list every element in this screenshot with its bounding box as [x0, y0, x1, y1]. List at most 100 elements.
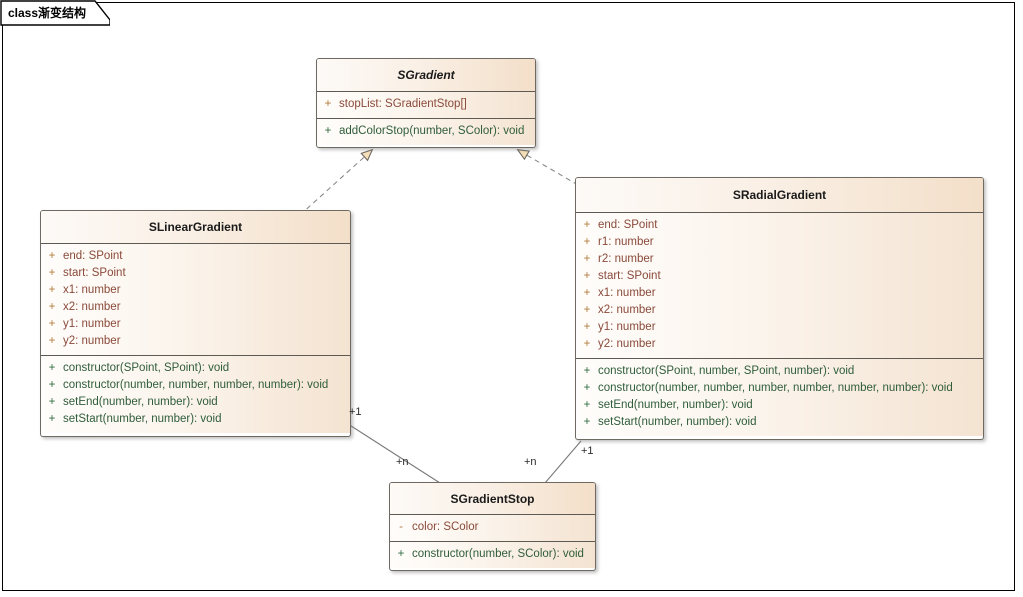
diagram-title-tab[interactable]: class渐变结构 [0, 0, 110, 26]
visibility-marker: + [583, 270, 591, 282]
visibility-marker: + [583, 338, 591, 350]
operations-compartment-slineargradient: + constructor(SPoint, SPoint): void + co… [41, 355, 350, 433]
attribute-row: + y1: number [41, 316, 350, 333]
operations-compartment-sgradient: + addColorStop(number, SColor): void [317, 118, 535, 145]
visibility-marker: + [48, 362, 56, 374]
attribute-row: - color: SColor [390, 519, 595, 536]
attribute-row: + start: SPoint [576, 268, 983, 285]
operation-label: constructor(SPoint, number, SPoint, numb… [598, 365, 855, 377]
attribute-label: start: SPoint [63, 267, 126, 279]
operation-row: + constructor(SPoint, number, SPoint, nu… [576, 363, 983, 380]
visibility-marker: + [324, 125, 332, 137]
attributes-compartment-sgradient: + stopList: SGradientStop[] [317, 92, 535, 118]
visibility-marker: + [583, 382, 591, 394]
operations-compartment-sradialgradient: + constructor(SPoint, number, SPoint, nu… [576, 358, 983, 436]
multiplicity-radial-target: +n [524, 456, 537, 468]
class-name-sradialgradient: SRadialGradient [576, 178, 983, 213]
visibility-marker: + [583, 365, 591, 377]
attributes-compartment-sradialgradient: + end: SPoint + r1: number + r2: number … [576, 213, 983, 358]
attributes-compartment-sgradientstop: - color: SColor [390, 515, 595, 541]
visibility-marker: + [48, 250, 56, 262]
attribute-label: y1: number [598, 321, 656, 333]
multiplicity-linear-source: +1 [349, 406, 362, 418]
operations-compartment-sgradientstop: + constructor(number, SColor): void [390, 541, 595, 568]
visibility-marker: + [397, 548, 405, 560]
tab-shape-icon [0, 0, 110, 26]
visibility-marker: + [583, 253, 591, 265]
attribute-row: + end: SPoint [41, 248, 350, 265]
visibility-marker: + [48, 335, 56, 347]
operation-row: + setStart(number, number): void [41, 411, 350, 428]
operation-row: + constructor(number, number, number, nu… [576, 380, 983, 397]
visibility-marker: + [48, 267, 56, 279]
operation-label: setEnd(number, number): void [598, 399, 753, 411]
operation-label: setEnd(number, number): void [63, 396, 218, 408]
class-box-sgradientstop[interactable]: SGradientStop - color: SColor + construc… [389, 482, 596, 571]
visibility-marker: + [48, 379, 56, 391]
visibility-marker: + [48, 413, 56, 425]
operation-label: constructor(number, number, number, numb… [63, 379, 329, 391]
attribute-label: color: SColor [412, 521, 479, 533]
attribute-row: + y1: number [576, 319, 983, 336]
class-name-slineargradient: SLinearGradient [41, 211, 350, 244]
attribute-label: x2: number [63, 301, 121, 313]
attribute-label: x1: number [63, 284, 121, 296]
attribute-row: + x1: number [576, 285, 983, 302]
visibility-marker: + [583, 416, 591, 428]
operation-row: + setEnd(number, number): void [41, 394, 350, 411]
visibility-marker: + [324, 98, 332, 110]
attribute-label: x2: number [598, 304, 656, 316]
attribute-row: + end: SPoint [576, 217, 983, 234]
operation-row: + constructor(number, number, number, nu… [41, 377, 350, 394]
attribute-label: end: SPoint [598, 219, 658, 231]
multiplicity-radial-source: +1 [581, 445, 594, 457]
operation-row: + addColorStop(number, SColor): void [317, 123, 535, 140]
attribute-label: y2: number [598, 338, 656, 350]
attribute-row: + y2: number [41, 333, 350, 350]
attribute-label: start: SPoint [598, 270, 661, 282]
attribute-row: + r2: number [576, 251, 983, 268]
attribute-label: y1: number [63, 318, 121, 330]
attribute-row: + stopList: SGradientStop[] [317, 96, 535, 113]
diagram-title-label: class渐变结构 [8, 6, 87, 20]
class-name-sgradient: SGradient [317, 59, 535, 92]
attribute-label: r2: number [598, 253, 654, 265]
attribute-row: + r1: number [576, 234, 983, 251]
operation-row: + setStart(number, number): void [576, 414, 983, 431]
attribute-row: + x2: number [41, 299, 350, 316]
multiplicity-linear-target: +n [396, 456, 409, 468]
class-box-sgradient[interactable]: SGradient + stopList: SGradientStop[] + … [316, 58, 536, 148]
operation-row: + constructor(SPoint, SPoint): void [41, 360, 350, 377]
attribute-label: stopList: SGradientStop[] [339, 98, 467, 110]
class-box-slineargradient[interactable]: SLinearGradient + end: SPoint + start: S… [40, 210, 351, 437]
visibility-marker: + [48, 318, 56, 330]
attribute-row: + start: SPoint [41, 265, 350, 282]
attribute-label: x1: number [598, 287, 656, 299]
operation-label: constructor(number, number, number, numb… [598, 382, 953, 394]
attribute-label: end: SPoint [63, 250, 123, 262]
attribute-row: + y2: number [576, 336, 983, 353]
class-name-sgradientstop: SGradientStop [390, 483, 595, 515]
operation-label: addColorStop(number, SColor): void [339, 125, 525, 137]
operation-label: setStart(number, number): void [598, 416, 757, 428]
attributes-compartment-slineargradient: + end: SPoint + start: SPoint + x1: numb… [41, 244, 350, 355]
class-box-sradialgradient[interactable]: SRadialGradient + end: SPoint + r1: numb… [575, 177, 984, 440]
attribute-label: r1: number [598, 236, 654, 248]
operation-label: constructor(SPoint, SPoint): void [63, 362, 230, 374]
operation-row: + constructor(number, SColor): void [390, 546, 595, 563]
operation-label: setStart(number, number): void [63, 413, 222, 425]
attribute-row: + x2: number [576, 302, 983, 319]
visibility-marker: + [48, 301, 56, 313]
visibility-marker: + [583, 236, 591, 248]
visibility-marker: + [583, 321, 591, 333]
visibility-marker: + [48, 396, 56, 408]
visibility-marker: + [583, 304, 591, 316]
visibility-marker: + [48, 284, 56, 296]
attribute-label: y2: number [63, 335, 121, 347]
visibility-marker: + [583, 219, 591, 231]
visibility-marker: - [399, 521, 403, 533]
attribute-row: + x1: number [41, 282, 350, 299]
visibility-marker: + [583, 287, 591, 299]
visibility-marker: + [583, 399, 591, 411]
operation-row: + setEnd(number, number): void [576, 397, 983, 414]
